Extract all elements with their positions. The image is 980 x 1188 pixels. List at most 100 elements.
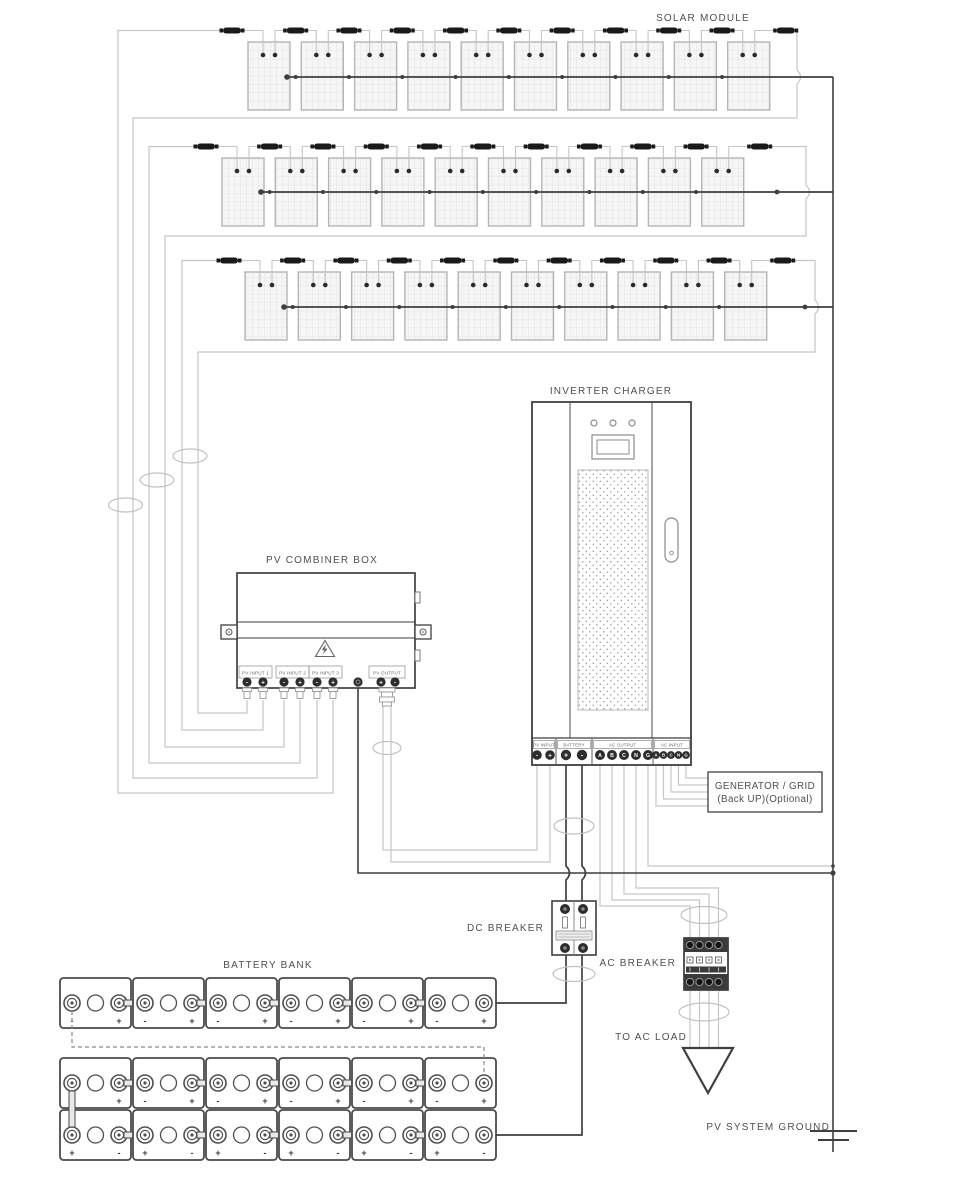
svg-text:BATTERY: BATTERY bbox=[563, 743, 584, 748]
svg-text:-: - bbox=[337, 1148, 340, 1158]
battery-bank: -+-+-+-+-+-+-+-+-+-+-+-++-+-+-+-+-+- bbox=[59, 977, 497, 1161]
svg-text:-: - bbox=[536, 752, 538, 759]
solar-panel bbox=[564, 259, 608, 341]
svg-text:N: N bbox=[677, 753, 680, 758]
svg-text:PV COMBINER BOX: PV COMBINER BOX bbox=[266, 555, 378, 566]
svg-text:A: A bbox=[598, 753, 602, 759]
svg-text:+: + bbox=[262, 1016, 267, 1026]
svg-text:+: + bbox=[408, 1016, 413, 1026]
mc4-connector bbox=[493, 257, 519, 264]
battery: -+ bbox=[278, 977, 351, 1029]
svg-text:SOLAR MODULE: SOLAR MODULE bbox=[656, 13, 750, 24]
svg-text:-: - bbox=[246, 679, 248, 686]
mc4-connector bbox=[280, 257, 306, 264]
svg-text:PV SYSTEM GROUND: PV SYSTEM GROUND bbox=[706, 1122, 830, 1133]
svg-text:GENERATOR / GRID: GENERATOR / GRID bbox=[715, 781, 815, 792]
svg-text:-: - bbox=[217, 1016, 220, 1026]
svg-text:-: - bbox=[581, 753, 584, 760]
solar-panel bbox=[594, 145, 638, 227]
svg-text:+: + bbox=[335, 1016, 340, 1026]
svg-text:+: + bbox=[215, 1148, 220, 1158]
svg-text:+: + bbox=[379, 679, 383, 686]
solar-array bbox=[193, 27, 799, 341]
mc4-connector bbox=[219, 27, 245, 34]
svg-text:-: - bbox=[436, 1016, 439, 1026]
battery: +- bbox=[424, 1109, 497, 1161]
svg-text:(Back UP)(Optional): (Back UP)(Optional) bbox=[717, 794, 812, 805]
svg-text:-: - bbox=[316, 679, 318, 686]
svg-text:A: A bbox=[654, 753, 657, 758]
svg-text:+: + bbox=[564, 753, 568, 760]
svg-text:-: - bbox=[264, 1148, 267, 1158]
svg-text:-: - bbox=[118, 1148, 121, 1158]
svg-text:-: - bbox=[191, 1148, 194, 1158]
solar-panel bbox=[404, 259, 448, 341]
svg-text:-: - bbox=[436, 1096, 439, 1106]
ground-symbol bbox=[810, 1130, 857, 1141]
svg-text:G: G bbox=[684, 753, 687, 758]
battery: -+ bbox=[424, 977, 497, 1029]
mc4-connector bbox=[656, 27, 682, 34]
svg-text:+: + bbox=[434, 1148, 439, 1158]
solar-panel bbox=[487, 145, 532, 227]
svg-text:-: - bbox=[217, 1096, 220, 1106]
mc4-connector bbox=[216, 257, 242, 264]
wiring-light bbox=[107, 29, 833, 1048]
mc4-connector bbox=[709, 27, 735, 34]
svg-text:PV OUTPUT: PV OUTPUT bbox=[373, 670, 401, 675]
solar-row-1 bbox=[219, 27, 799, 111]
mc4-connector bbox=[630, 143, 656, 150]
battery: -+ bbox=[59, 977, 132, 1029]
svg-text:+: + bbox=[298, 679, 302, 686]
solar-panel bbox=[457, 259, 501, 341]
svg-text:C: C bbox=[622, 753, 626, 759]
svg-text:C: C bbox=[669, 753, 672, 758]
solar-panel bbox=[353, 29, 398, 111]
svg-text:B: B bbox=[662, 753, 665, 758]
mc4-connector bbox=[747, 143, 773, 150]
svg-text:-: - bbox=[290, 1016, 293, 1026]
battery: -+ bbox=[278, 1057, 351, 1109]
solar-panel bbox=[434, 145, 478, 227]
solar-panel bbox=[724, 259, 774, 341]
battery: -+ bbox=[424, 1057, 497, 1109]
mc4-connector bbox=[773, 27, 799, 34]
solar-panel bbox=[215, 145, 265, 227]
mc4-connector bbox=[443, 27, 469, 34]
svg-text:-: - bbox=[144, 1016, 147, 1026]
mc4-connector bbox=[440, 257, 466, 264]
svg-text:+: + bbox=[361, 1148, 366, 1158]
svg-text:-: - bbox=[290, 1096, 293, 1106]
svg-text:DC BREAKER: DC BREAKER bbox=[467, 923, 544, 934]
solar-panel bbox=[567, 29, 611, 111]
battery: -+ bbox=[205, 977, 278, 1029]
mc4-connector bbox=[523, 143, 549, 150]
solar-panel bbox=[513, 29, 558, 111]
generator-grid-box: GENERATOR / GRID (Back UP)(Optional) bbox=[707, 771, 823, 813]
solar-panel bbox=[407, 29, 451, 111]
mc4-connector bbox=[549, 27, 575, 34]
battery: +- bbox=[278, 1109, 351, 1161]
svg-text:BATTERY BANK: BATTERY BANK bbox=[223, 960, 312, 971]
solar-panel bbox=[297, 259, 341, 341]
mc4-connector bbox=[599, 257, 625, 264]
svg-text:-: - bbox=[363, 1096, 366, 1106]
solar-panel bbox=[670, 259, 715, 341]
battery: +- bbox=[59, 1109, 132, 1161]
svg-text:PV INPUT 1: PV INPUT 1 bbox=[242, 670, 269, 675]
svg-text:+: + bbox=[481, 1016, 486, 1026]
mc4-connector bbox=[470, 143, 496, 150]
solar-panel bbox=[350, 259, 395, 341]
battery: +- bbox=[205, 1109, 278, 1161]
svg-text:AC INPUT: AC INPUT bbox=[661, 743, 683, 748]
solar-panel bbox=[460, 29, 504, 111]
svg-text:+: + bbox=[262, 1096, 267, 1106]
svg-text:+: + bbox=[69, 1148, 74, 1158]
mc4-connector bbox=[417, 143, 443, 150]
solar-panel bbox=[620, 29, 664, 111]
svg-text:+: + bbox=[189, 1016, 194, 1026]
svg-text:AC BREAKER: AC BREAKER bbox=[600, 958, 676, 969]
mc4-connector bbox=[576, 143, 602, 150]
solar-panel bbox=[673, 29, 718, 111]
